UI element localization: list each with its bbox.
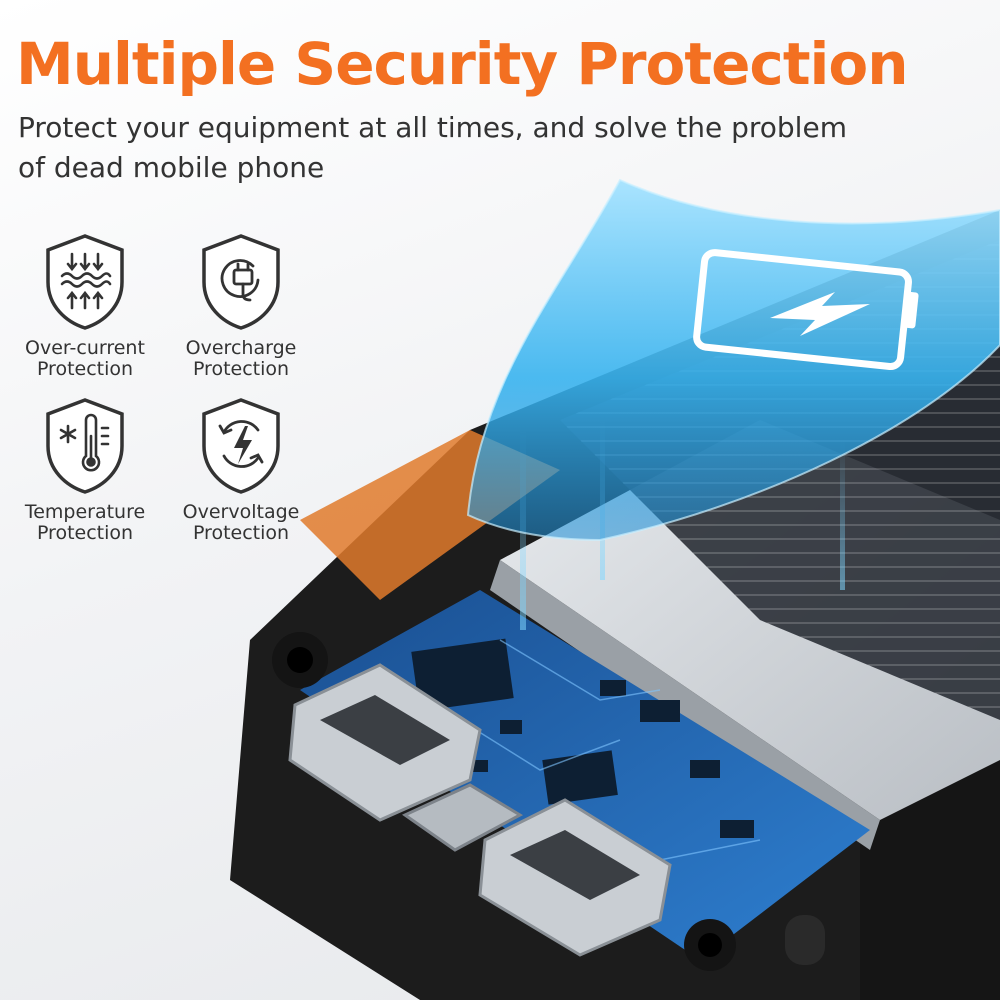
feature-overcharge: Overcharge Protection bbox=[166, 232, 316, 380]
feature-label: Over-current Protection bbox=[10, 338, 160, 380]
feature-label-line1: Temperature bbox=[24, 501, 146, 523]
feature-label: Overcharge Protection bbox=[166, 338, 316, 380]
feature-label-line2: Protection bbox=[192, 358, 290, 380]
feature-label-line2: Protection bbox=[36, 522, 134, 544]
feature-label-line1: Over-current bbox=[25, 337, 145, 359]
feature-label-line2: Protection bbox=[192, 522, 290, 544]
power-plug-icon bbox=[202, 234, 280, 330]
feature-overvoltage: Overvoltage Protection bbox=[166, 396, 316, 544]
heat-waves-arrows-icon bbox=[46, 234, 124, 330]
feature-label: Temperature Protection bbox=[10, 502, 160, 544]
page-subtitle: Protect your equipment at all times, and… bbox=[18, 111, 847, 184]
page-title: Multiple Security Protection bbox=[16, 30, 909, 98]
lightning-cycle-icon bbox=[202, 398, 280, 494]
feature-label: Overvoltage Protection bbox=[166, 502, 316, 544]
feature-temperature: Temperature Protection bbox=[10, 396, 160, 544]
protection-features: Over-current Protection Overcharge Prote… bbox=[10, 232, 320, 562]
feature-label-line1: Overcharge bbox=[185, 337, 297, 359]
feature-label-line2: Protection bbox=[36, 358, 134, 380]
battery-charging-icon bbox=[693, 249, 919, 371]
thermometer-snowflake-icon bbox=[46, 398, 124, 494]
feature-label-line1: Overvoltage bbox=[182, 501, 300, 523]
feature-over-current: Over-current Protection bbox=[10, 232, 160, 380]
